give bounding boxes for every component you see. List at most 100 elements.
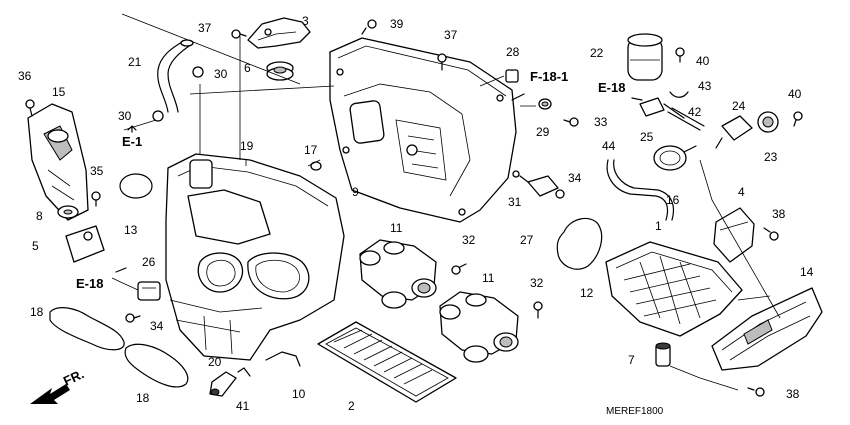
part-number-labels: 1 2 3 4 5 6 7 8 9 10 11 11 12 13 14 15 1… (18, 14, 814, 413)
label-part-4: 4 (738, 185, 745, 199)
part-21-hose (157, 39, 194, 113)
label-part-31: 31 (508, 195, 522, 209)
part-17-seal (310, 161, 322, 171)
bolts (25, 19, 803, 397)
front-label: FR. (61, 366, 86, 388)
part-4-bracket (713, 207, 755, 263)
part-13-o-ring (119, 173, 153, 199)
part-2-filter-element (317, 321, 457, 403)
label-part-22: 22 (590, 46, 604, 60)
part-42-pipe (667, 111, 701, 131)
label-part-8: 8 (36, 209, 43, 223)
label-part-3: 3 (302, 14, 309, 28)
part-42-pipe-wall (671, 107, 705, 127)
label-part-14: 14 (800, 265, 814, 279)
label-part-23: 23 (764, 150, 778, 164)
label-part-10: 10 (292, 387, 306, 401)
label-part-9: 9 (352, 185, 359, 199)
label-part-27: 27 (520, 233, 534, 247)
part-5-block (65, 225, 105, 263)
ref-e-1: E-1 (122, 134, 142, 149)
label-part-19: 19 (240, 139, 254, 153)
label-part-39: 39 (390, 17, 404, 31)
label-part-11b: 11 (482, 271, 495, 285)
label-part-34b: 34 (150, 319, 164, 333)
part-11-manifold-a (359, 239, 437, 309)
label-part-38a: 38 (772, 207, 786, 221)
label-part-6: 6 (244, 61, 251, 75)
label-part-36: 36 (18, 69, 32, 83)
part-30-clip-2 (152, 110, 164, 122)
label-part-32a: 32 (462, 233, 476, 247)
part-14-duct (711, 287, 823, 371)
part-26-sensor (137, 281, 161, 301)
drawing-code: MEREF1800 (606, 406, 664, 417)
label-part-44: 44 (602, 139, 616, 153)
label-part-16: 16 (666, 193, 680, 207)
ref-e-18-right: E-18 (598, 80, 625, 95)
part-32-bolt-1 (451, 263, 467, 275)
front-arrow: FR. (30, 366, 86, 404)
label-part-13: 13 (124, 223, 138, 237)
label-part-34a: 34 (568, 171, 582, 185)
label-part-12: 12 (580, 286, 594, 300)
part-7-plug (655, 342, 671, 367)
label-part-33: 33 (594, 115, 608, 129)
ref-f-18-1-arrow (511, 93, 525, 101)
label-part-5: 5 (32, 239, 39, 253)
part-19-lower-housing (165, 153, 345, 361)
label-part-29: 29 (536, 125, 550, 139)
leader-lines (111, 13, 781, 391)
label-part-18a: 18 (30, 305, 44, 319)
part-10-tube (265, 351, 301, 367)
label-part-7: 7 (628, 353, 635, 367)
label-part-24: 24 (732, 99, 746, 113)
label-part-1: 1 (655, 219, 662, 233)
label-part-17: 17 (304, 143, 318, 157)
part-29-cap (538, 98, 552, 110)
part-18-gasket-1 (49, 307, 125, 351)
part-3-cover (247, 17, 311, 49)
label-part-26: 26 (142, 255, 156, 269)
part-15-bracket (27, 103, 89, 221)
label-part-37b: 37 (444, 28, 458, 42)
label-part-42: 42 (688, 105, 702, 119)
label-part-18b: 18 (136, 391, 150, 405)
part-8-grommet (57, 205, 79, 219)
label-part-37a: 37 (198, 21, 212, 35)
ref-e-1-arrow (127, 125, 137, 133)
part-22-canister (627, 33, 663, 81)
part-43-hose (669, 91, 689, 98)
label-part-25: 25 (640, 130, 654, 144)
part-6-grommet (266, 61, 294, 81)
ref-e-18-left: E-18 (76, 276, 103, 291)
part-25-fitting (639, 97, 685, 119)
part-44-hose (606, 159, 669, 221)
part-32-bolt-2 (533, 301, 543, 319)
part-18-gasket-2 (124, 343, 189, 388)
part-24-solenoid (715, 115, 753, 149)
part-27-sensor (512, 170, 559, 197)
label-part-40b: 40 (788, 87, 802, 101)
reference-labels: E-1 E-18 E-18 F-18-1 (76, 69, 643, 291)
label-part-41: 41 (236, 399, 250, 413)
label-part-32b: 32 (530, 276, 544, 290)
label-part-20: 20 (208, 355, 222, 369)
part-41-clip (237, 367, 251, 377)
label-part-21: 21 (128, 55, 142, 69)
label-part-30b: 30 (118, 109, 132, 123)
label-part-11a: 11 (390, 221, 403, 235)
label-part-38b: 38 (786, 387, 800, 401)
label-part-30a: 30 (214, 67, 228, 81)
label-part-15: 15 (52, 85, 66, 99)
ref-e-18-left-arrow (115, 267, 127, 273)
label-part-35: 35 (90, 164, 104, 178)
part-1-filter (605, 241, 743, 337)
part-28-nut (505, 69, 519, 83)
part-12-seal (556, 217, 603, 270)
label-part-28: 28 (506, 45, 520, 59)
label-part-43: 43 (698, 79, 712, 93)
part-44-hose-wall (613, 159, 675, 221)
